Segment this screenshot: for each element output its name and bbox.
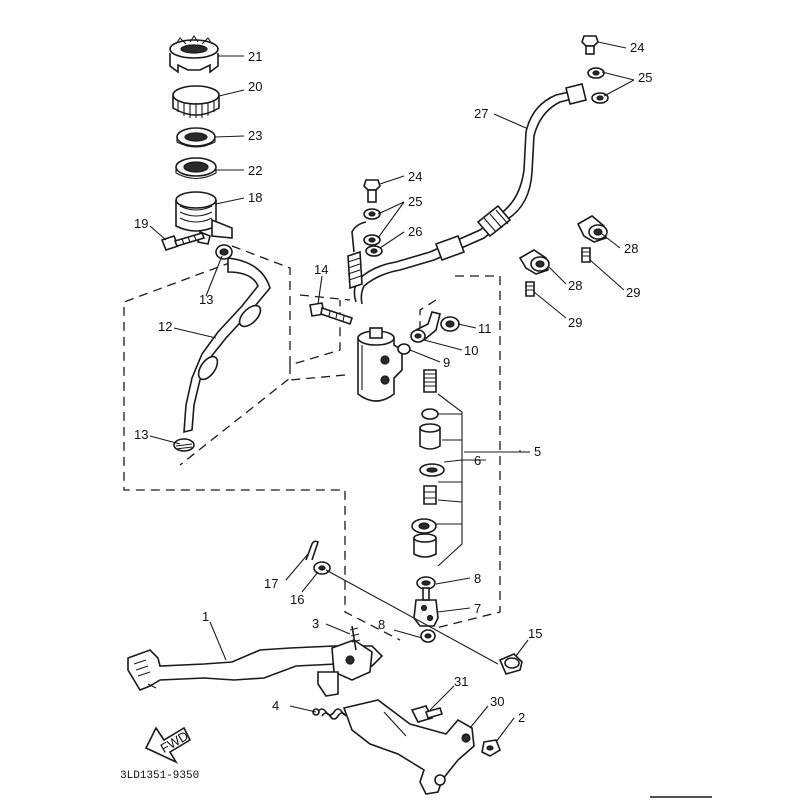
copper-washer-left-upper — [363, 208, 381, 220]
push-rod-clevis — [413, 587, 439, 627]
callout-8-upper: 8 — [474, 571, 481, 586]
pivot-bolt — [410, 705, 444, 723]
callout-13-lower: 13 — [134, 427, 148, 442]
brake-pedal — [127, 639, 384, 697]
holder-bolt-upper — [581, 247, 591, 263]
hose-holder-upper — [576, 215, 608, 243]
callout-29-lower: 29 — [568, 315, 582, 330]
callout-16: 16 — [290, 592, 304, 607]
callout-10: 10 — [464, 343, 478, 358]
clevis-nut — [420, 629, 436, 643]
callout-18: 18 — [248, 190, 262, 205]
callout-9: 9 — [443, 355, 450, 370]
cotter-pin — [305, 540, 319, 561]
o-ring — [397, 343, 411, 355]
hose-joint-elbow — [410, 311, 441, 343]
callout-23: 23 — [248, 128, 262, 143]
clevis-pin — [498, 653, 523, 675]
pin-washer — [313, 561, 331, 575]
reservoir-cap-holder — [169, 35, 219, 74]
callout-6: 6 — [474, 453, 481, 468]
callout-30: 30 — [490, 694, 504, 709]
piston-kit-parts — [411, 369, 445, 590]
hose-guide-ring — [365, 245, 383, 257]
callout-29-upper: 29 — [626, 285, 640, 300]
hose-holder-lower — [518, 249, 550, 275]
forward-direction-arrow-icon: FWD — [144, 726, 192, 764]
callout-27: 27 — [474, 106, 488, 121]
callout-31: 31 — [454, 674, 468, 689]
hose-clamp-lower — [173, 438, 195, 452]
callout-5: 5 — [534, 444, 541, 459]
callout-19: 19 — [134, 216, 148, 231]
callout-25-right: 25 — [638, 70, 652, 85]
callout-numbers: 21 20 23 22 18 19 13 12 13 14 24 25 26 2… — [134, 40, 652, 725]
drawing-code: 3LD1351-9350 — [120, 770, 199, 782]
reservoir-hose — [183, 257, 271, 434]
reservoir-plate — [176, 127, 216, 148]
callout-15: 15 — [528, 626, 542, 641]
callout-20: 20 — [248, 79, 262, 94]
callout-3: 3 — [312, 616, 319, 631]
hose-clamp-upper — [215, 244, 233, 260]
callout-26: 26 — [408, 224, 422, 239]
callout-24-left: 24 — [408, 169, 422, 184]
inlet-hose-clip — [440, 316, 460, 332]
callout-8-lower: 8 — [378, 617, 385, 632]
callout-28-lower: 28 — [568, 278, 582, 293]
copper-washer-right-upper — [587, 67, 605, 79]
callout-13-upper: 13 — [199, 292, 213, 307]
pivot-nut — [481, 739, 501, 757]
pedal-spring-hook — [349, 625, 361, 651]
callout-12: 12 — [158, 319, 172, 334]
callout-14: 14 — [314, 262, 328, 277]
pin-alignment-line — [325, 569, 499, 665]
copper-washer-right-lower — [591, 92, 609, 104]
callout-25-left: 25 — [408, 194, 422, 209]
master-cylinder-body — [357, 327, 403, 402]
callout-21: 21 — [248, 49, 262, 64]
brake-hose — [347, 83, 587, 305]
callout-4: 4 — [272, 698, 279, 713]
union-bolt-left — [363, 179, 381, 203]
callout-2: 2 — [518, 710, 525, 725]
callout-24-right: 24 — [630, 40, 644, 55]
callout-leader-lines — [149, 41, 635, 743]
copper-washer-left-lower — [363, 234, 381, 246]
union-bolt-right — [581, 35, 599, 55]
callout-22: 22 — [248, 163, 262, 178]
assembly-boundary-dashed — [123, 245, 501, 641]
callout-11: 11 — [478, 321, 492, 336]
callout-17: 17 — [264, 576, 278, 591]
holder-bolt-lower — [525, 281, 535, 297]
part-group-brackets — [436, 393, 521, 567]
callout-7: 7 — [474, 601, 481, 616]
callout-1: 1 — [202, 609, 209, 624]
reservoir-cap — [172, 85, 220, 118]
pedal-pivot-bracket — [342, 699, 475, 795]
reservoir-diaphragm — [175, 157, 217, 180]
callout-28-upper: 28 — [624, 241, 638, 256]
body-mount-bolt — [309, 302, 354, 326]
